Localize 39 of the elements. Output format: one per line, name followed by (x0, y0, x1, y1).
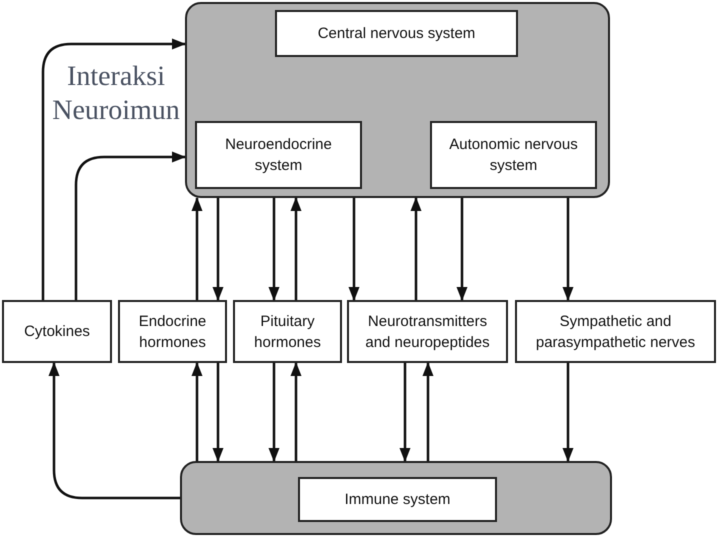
group-panel (185, 2, 610, 198)
node-label: Neurotransmitters and neuropeptides (364, 312, 491, 352)
arrow (212, 198, 224, 301)
node-label: Cytokines (24, 322, 90, 342)
arrow (268, 363, 280, 462)
arrow (400, 363, 410, 462)
arrow (192, 197, 202, 300)
arrow (562, 363, 574, 462)
node-label: Central nervous system (318, 24, 476, 44)
arrow (456, 198, 468, 301)
arrow (212, 363, 224, 462)
arrow (562, 198, 574, 301)
process-box (233, 300, 342, 363)
arrow (348, 198, 360, 301)
arrow (410, 197, 422, 300)
arrow (290, 362, 302, 461)
process-box (430, 121, 597, 189)
process-box (515, 300, 716, 363)
arrow (290, 197, 302, 300)
arrow (42, 38, 186, 300)
title: Interaksi Neuroimun (51, 60, 181, 128)
node-label: Autonomic nervous system (448, 135, 579, 176)
process-box (275, 10, 518, 57)
node-label: Sympathetic and parasympathetic nerves (534, 312, 696, 352)
process-box (2, 300, 112, 363)
arrow (192, 362, 202, 461)
process-box (298, 477, 497, 522)
arrow (48, 362, 180, 500)
node-label: Pituitary hormones (253, 312, 322, 352)
arrow (422, 362, 434, 461)
group-panel (180, 461, 612, 535)
process-box (118, 300, 227, 363)
node-label: Endocrine hormones (138, 312, 208, 352)
node-label: Neuroendocrine system (224, 135, 333, 176)
node-label: Immune system (344, 490, 450, 510)
process-box (347, 300, 508, 363)
process-box (195, 121, 362, 189)
arrow (74, 152, 186, 300)
arrow (268, 198, 280, 301)
